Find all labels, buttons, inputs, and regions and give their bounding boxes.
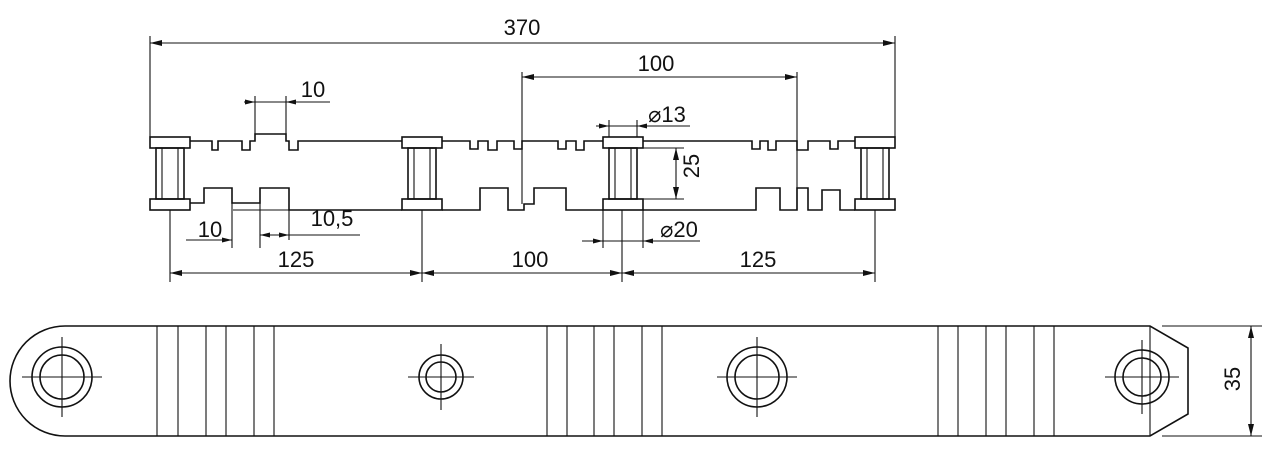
side-view-bottom-edge bbox=[190, 187, 855, 211]
pitch-left-label: 125 bbox=[278, 247, 315, 272]
bushing-2 bbox=[401, 136, 443, 211]
dimension-bore-small: ⌀13 bbox=[596, 102, 690, 137]
bushing-4 bbox=[854, 136, 896, 211]
dimension-pitch-chain: 125 100 125 bbox=[169, 210, 876, 282]
dimension-overall-length: 370 bbox=[149, 15, 896, 137]
plan-view-outline bbox=[9, 325, 1189, 437]
strip-group-2 bbox=[546, 326, 663, 436]
dimension-bore-large: ⌀20 bbox=[582, 210, 700, 248]
dimension-plate-height: 35 bbox=[1162, 325, 1262, 437]
hole-1 bbox=[22, 337, 102, 417]
dimension-bush-height: 25 bbox=[643, 147, 704, 200]
strip-group-1 bbox=[156, 326, 275, 436]
slot-width-bottom-label: 10 bbox=[198, 217, 222, 242]
bushing-3 bbox=[602, 136, 644, 211]
dimension-slot-width-bottom: 10 10,5 bbox=[186, 203, 360, 248]
bore-small-label: ⌀13 bbox=[648, 102, 686, 127]
bushing-1 bbox=[149, 136, 191, 211]
overall-length-label: 370 bbox=[504, 15, 541, 40]
hole-4 bbox=[1105, 340, 1179, 414]
pitch-right-label: 125 bbox=[740, 247, 777, 272]
plan-view bbox=[9, 325, 1189, 437]
strip-group-3 bbox=[937, 326, 1055, 436]
bush-height-label: 25 bbox=[679, 154, 704, 178]
pitch-middle-label: 100 bbox=[512, 247, 549, 272]
dimension-span-upper: 100 bbox=[521, 51, 798, 210]
side-view-top-edge bbox=[190, 133, 855, 151]
side-view bbox=[149, 133, 896, 211]
dimension-slot-width-top: 10 bbox=[244, 77, 330, 134]
span-upper-label: 100 bbox=[638, 51, 675, 76]
slot-width-top-label: 10 bbox=[301, 77, 325, 102]
bore-large-label: ⌀20 bbox=[660, 217, 698, 242]
hole-2 bbox=[408, 344, 474, 410]
slot-width-bottom2-label: 10,5 bbox=[311, 206, 354, 231]
plate-height-label: 35 bbox=[1220, 367, 1245, 391]
hole-3 bbox=[717, 337, 797, 417]
